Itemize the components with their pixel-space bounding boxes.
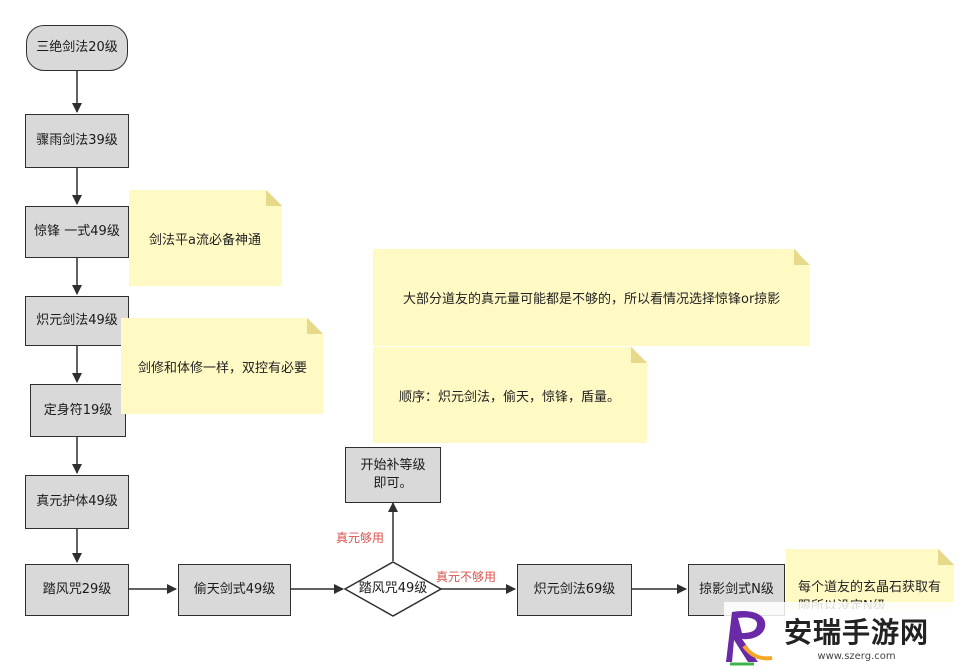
- note-zhenyuan-shortage: 大部分道友的真元量可能都是不够的，所以看情况选择惊锋or掠影: [373, 249, 810, 346]
- edge-label-not-enough: 真元不够用: [436, 570, 497, 584]
- node-chiyuan-49: 炽元剑法49级: [25, 296, 129, 346]
- node-start-leveling: 开始补等级 即可。: [345, 447, 441, 503]
- node-sanjue-20: 三绝剑法20级: [26, 25, 128, 71]
- node-tafeng-29: 踏风咒29级: [25, 564, 129, 616]
- note-fold: [631, 347, 647, 363]
- note-order: 顺序：炽元剑法，偷天，惊锋，盾量。: [373, 347, 647, 443]
- note-sword-basic-text: 剑法平a流必备神通: [149, 232, 261, 248]
- note-fold: [266, 190, 282, 206]
- note-fold: [938, 549, 954, 565]
- watermark-url: www.szerg.com: [817, 650, 896, 662]
- node-dingshen-19: 定身符19级: [30, 384, 126, 437]
- node-zhouyu-39: 骤雨剑法39级: [25, 114, 129, 168]
- node-toutian-49: 偷天剑式49级: [178, 564, 291, 616]
- note-sword-basic: 剑法平a流必备神通: [129, 190, 282, 286]
- edge-label-enough: 真元够用: [336, 531, 385, 545]
- decision-diamond: [343, 561, 443, 617]
- note-fold: [794, 249, 810, 265]
- note-fold: [307, 318, 323, 334]
- node-tafeng-49: 踏风咒49级: [358, 581, 428, 597]
- node-chiyuan-69: 炽元剑法69级: [517, 564, 632, 616]
- watermark-title: 安瑞手游网: [784, 615, 930, 649]
- note-xuanjing-limit: 每个道友的玄晶石获取有限所以没定N级: [786, 549, 954, 609]
- node-jingfeng-49: 惊锋 一式49级: [25, 206, 129, 258]
- note-order-text: 顺序：炽元剑法，偷天，惊锋，盾量。: [399, 389, 621, 405]
- watermark: 安瑞手游网 www.szerg.com: [724, 602, 974, 670]
- note-double-control-text: 剑修和体修一样，双控有必要: [138, 360, 308, 376]
- note-zhenyuan-shortage-text: 大部分道友的真元量可能都是不够的，所以看情况选择惊锋or掠影: [403, 292, 781, 307]
- note-double-control: 剑修和体修一样，双控有必要: [121, 318, 323, 414]
- watermark-logo-icon: [726, 610, 773, 666]
- node-zhenyuan-49: 真元护体49级: [25, 475, 129, 529]
